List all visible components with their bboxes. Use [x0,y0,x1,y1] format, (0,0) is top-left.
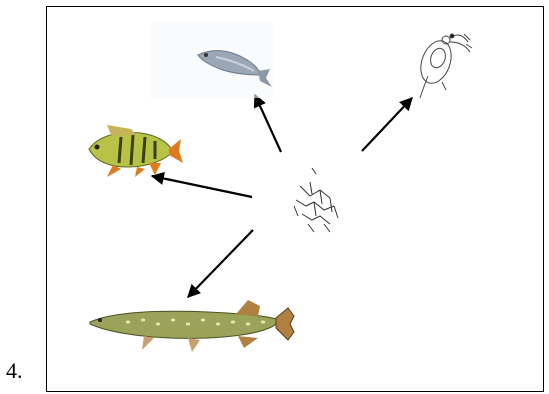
arrow-to-perch [152,176,252,197]
arrow-to-pike [188,230,253,297]
zooplankton-image [415,34,472,98]
algae-cluster-image [294,168,338,232]
arrow-to-small-fish [255,95,281,152]
arrows [152,95,412,297]
perch-image [89,125,183,177]
arrow-to-zooplankton [362,98,412,151]
pike-image [90,300,294,352]
small-fish-image [150,23,274,98]
